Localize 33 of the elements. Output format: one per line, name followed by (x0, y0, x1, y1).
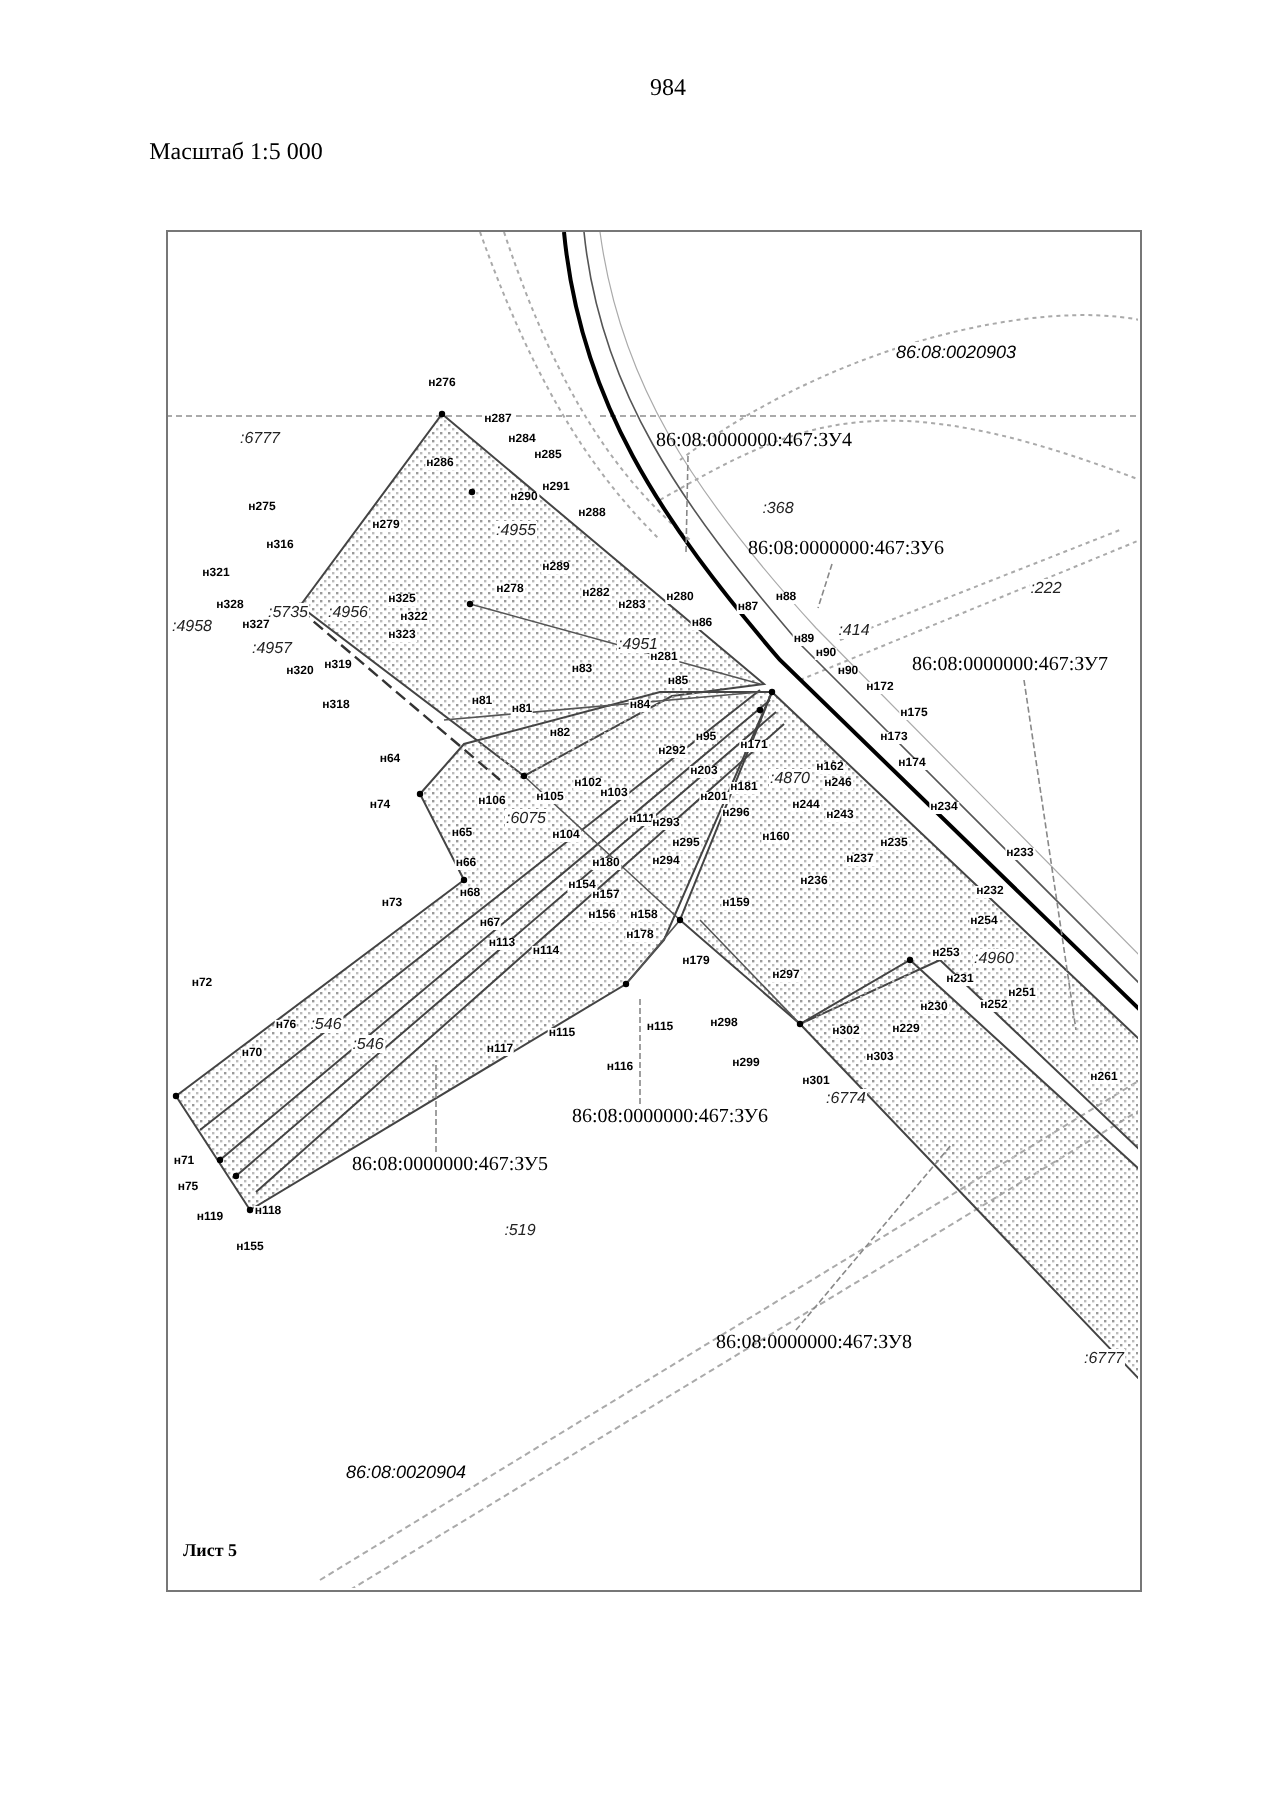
parcel-label: 86:08:0000000:467:ЗУ5 (324, 1154, 576, 1178)
parcel-number: :4956 (326, 603, 370, 621)
sheet-label: Лист 5 (181, 1540, 239, 1560)
leader-line (1023, 679, 1077, 1031)
parcel-number: :546 (351, 1035, 385, 1053)
parcel-number: :4870 (768, 769, 812, 787)
quarter-number: 86:08:0020903 (894, 342, 1018, 362)
parcel-number: :5735 (266, 603, 310, 621)
leader-line (639, 995, 641, 1105)
parcel-label: 86:08:0000000:467:ЗУ4 (628, 430, 880, 454)
parcel-number: :4960 (972, 949, 1016, 967)
parcel-number: :546 (309, 1015, 343, 1033)
parcel-number: :222 (1029, 579, 1063, 597)
parcel-number: :368 (761, 499, 795, 517)
parcel-label: 86:08:0000000:467:ЗУ6 (544, 1106, 796, 1130)
parcel-number: :6774 (824, 1089, 868, 1107)
parcel-label: 86:08:0000000:467:ЗУ6 (720, 538, 972, 562)
parcel-number: :4957 (250, 639, 294, 657)
parcel-number: :414 (837, 621, 871, 639)
parcel-number: :6777 (238, 429, 282, 447)
parcel-number: :4958 (170, 617, 214, 635)
parcel-label: 86:08:0000000:467:ЗУ7 (884, 654, 1136, 678)
leader-line (685, 455, 689, 553)
parcel-number: :4955 (494, 521, 538, 539)
leader-line (817, 563, 833, 609)
parcel-number: :519 (503, 1221, 537, 1239)
leader-line (795, 1143, 953, 1331)
parcel-number: :6777 (1082, 1349, 1126, 1367)
leader-line (435, 1059, 437, 1153)
parcel-number: :4951 (616, 635, 660, 653)
quarter-number: 86:08:0020904 (344, 1462, 468, 1482)
parcel-label: 86:08:0000000:467:ЗУ8 (688, 1332, 940, 1356)
parcel-number: :6075 (504, 809, 548, 827)
